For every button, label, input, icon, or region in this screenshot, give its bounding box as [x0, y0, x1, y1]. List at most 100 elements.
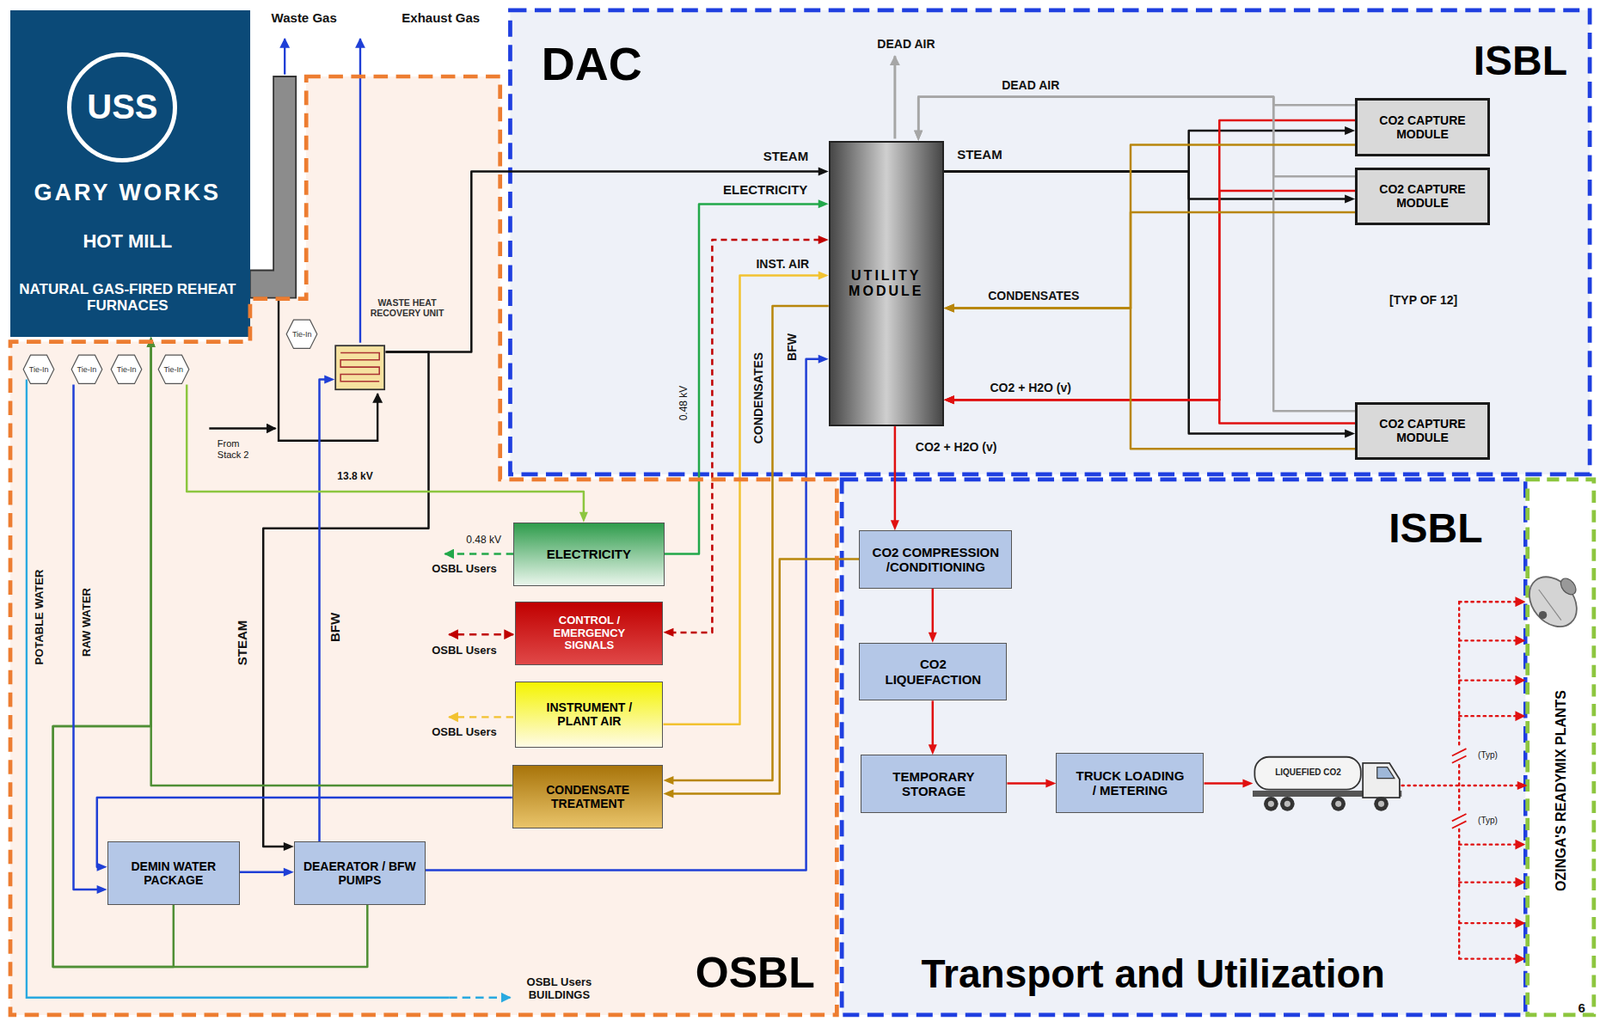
arrowhead	[324, 375, 335, 385]
furnace-box: USSGARY WORKSHOT MILLNATURAL GAS-FIRED R…	[10, 10, 251, 338]
furnace-label: GARY WORKS	[34, 180, 222, 208]
region-title: DAC	[541, 36, 643, 91]
line-label: BFW	[328, 613, 344, 643]
truck-hub	[1336, 801, 1343, 808]
break-mark	[1452, 755, 1467, 763]
arrowhead	[928, 744, 938, 755]
process-box: TRUCK LOADING / METERING	[1055, 753, 1204, 814]
delivery-trunk	[1458, 829, 1460, 960]
connector	[1204, 782, 1247, 785]
truck-hub	[1284, 801, 1291, 808]
break-mark	[1452, 748, 1467, 756]
connector	[944, 130, 1349, 172]
text-anchor: CO2 + H2O (v)	[915, 440, 998, 454]
arrowhead	[913, 130, 923, 141]
note-label: OSBL Users	[431, 563, 497, 577]
box-label: DEAERATOR / BFW PUMPS	[300, 859, 418, 888]
text-anchor: NATURAL GAS-FIRED REHEAT FURNACES	[14, 281, 241, 315]
arrowhead	[662, 628, 674, 638]
text-anchor: 13.8 kV	[337, 472, 373, 485]
connector	[931, 700, 935, 748]
box-label: DEMIN WATER PACKAGE	[111, 859, 236, 888]
hexagon	[71, 355, 103, 384]
region-title: OSBL	[695, 950, 816, 1000]
truck-wheel	[1374, 796, 1390, 812]
text-anchor: WASTE HEAT RECOVERY UNIT	[367, 297, 446, 319]
text-anchor: 6	[1577, 1000, 1585, 1016]
connector	[918, 97, 1355, 178]
tie-in-hexagon: Tie-In	[110, 354, 143, 386]
osbl-signal-arrow	[448, 633, 514, 636]
arrowhead	[944, 395, 955, 405]
delivery-branch	[1459, 600, 1525, 603]
arrowhead	[944, 303, 955, 313]
arrowhead	[818, 166, 829, 176]
text-anchor: OZINGA'S READYMIX PLANTS	[1553, 690, 1570, 892]
stack2-arrow	[208, 427, 276, 430]
connector	[386, 171, 822, 352]
delivery-branch	[1459, 679, 1525, 681]
line-label: STEAM	[956, 147, 1003, 163]
line-label: CO2 + H2O (v)	[915, 440, 998, 454]
box-label: CO2 CAPTURE MODULE	[1360, 113, 1484, 141]
text-anchor: Waste Gas	[271, 11, 338, 26]
mixer-drum	[1520, 567, 1588, 637]
process-box: INSTRUMENT / PLANT AIR	[514, 681, 663, 748]
tank-truck: LIQUEFIED CO2	[1252, 753, 1402, 815]
exchanger-coil	[340, 353, 380, 382]
text-anchor: GARY WORKS	[34, 180, 222, 208]
arrowhead	[818, 270, 829, 280]
connector	[918, 97, 1355, 412]
text-anchor: (Typ)	[1477, 751, 1498, 762]
truck-wheel	[1264, 796, 1280, 812]
delivery-branches	[1459, 601, 1525, 959]
process-box: DEAERATOR / BFW PUMPS	[294, 841, 426, 906]
process-box: CONTROL / EMERGENCY SIGNALS	[514, 601, 663, 666]
connector	[950, 120, 1355, 400]
exchanger-body	[335, 345, 385, 390]
text-anchor: CONDENSATES	[751, 352, 766, 444]
arrowhead	[579, 512, 589, 523]
potable-water-arrow	[448, 997, 510, 1000]
note-label: (Typ)	[1477, 751, 1498, 762]
note-label: From Stack 2	[217, 439, 258, 461]
connector	[263, 352, 429, 848]
box-label: CO2 COMPRESSION /CONDITIONING	[863, 545, 1008, 576]
process-box: CO2 LIQUEFACTION	[858, 643, 1007, 702]
text-anchor: From Stack 2	[217, 439, 258, 461]
arrowhead	[283, 842, 295, 852]
arrowhead	[97, 885, 108, 895]
connector	[894, 426, 897, 524]
hexagon	[158, 355, 190, 384]
arrowhead	[1344, 429, 1355, 438]
arrowhead	[913, 130, 923, 141]
connector	[931, 588, 935, 637]
text-anchor: DEAD AIR	[876, 36, 935, 51]
region-title: Transport and Utilization	[921, 951, 1386, 998]
text-anchor: (Typ)	[1477, 816, 1498, 828]
arrowhead	[1344, 194, 1355, 203]
text-anchor: 0.48 kV	[678, 385, 691, 421]
arrowhead	[818, 235, 829, 245]
utility-module: UTILITY MODULE	[828, 140, 945, 427]
note-label: [TYP OF 12]	[1389, 293, 1458, 307]
connector	[151, 343, 513, 786]
connector	[950, 190, 1355, 400]
arrowhead	[818, 199, 829, 209]
truck-wheel	[1331, 796, 1347, 812]
arrowhead	[944, 303, 955, 313]
line-label: ELECTRICITY	[723, 182, 808, 197]
box-label: UTILITY MODULE	[833, 268, 939, 301]
text-anchor: INST. AIR	[755, 257, 810, 271]
connector	[186, 384, 584, 515]
connector	[950, 145, 1355, 309]
tank-label-area: LIQUEFIED CO2	[1261, 757, 1355, 791]
note-label: Exhaust Gas	[401, 11, 480, 26]
break-mark	[1452, 814, 1467, 822]
text-anchor: CONDENSATES	[987, 288, 1079, 303]
furnace-label: NATURAL GAS-FIRED REHEAT FURNACES	[14, 281, 241, 315]
text-anchor: STEAM	[235, 619, 251, 666]
region-title: ISBL	[1388, 504, 1483, 552]
mixer-hole	[1538, 611, 1547, 620]
